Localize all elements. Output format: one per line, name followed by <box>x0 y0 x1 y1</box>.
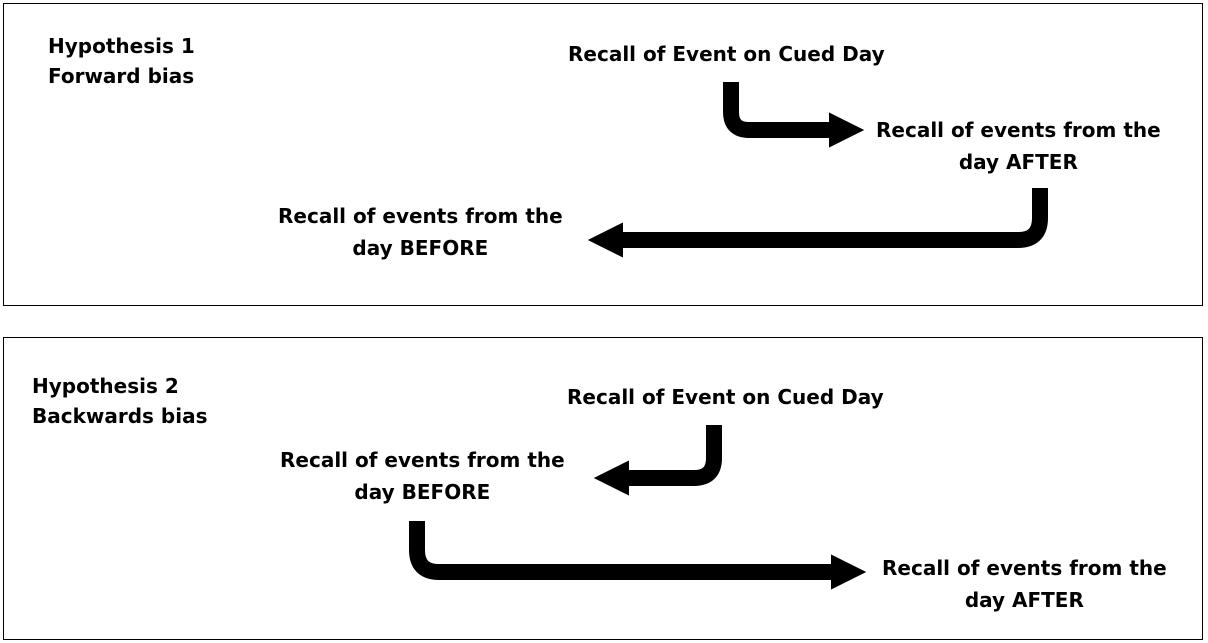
day-before-node: Recall of events from the day BEFORE <box>278 200 563 264</box>
day-after-line2: day AFTER <box>964 588 1084 612</box>
day-before-line2: day BEFORE <box>352 236 489 260</box>
hypothesis-2-title: Hypothesis 2 Backwards bias <box>32 371 208 431</box>
day-after-line2: day AFTER <box>958 150 1078 174</box>
hypothesis-title: Hypothesis 1 <box>48 34 195 58</box>
arrow-after-to-before <box>587 188 1048 258</box>
hypothesis-subtitle: Forward bias <box>48 64 195 88</box>
arrow-before-to-after <box>409 521 867 590</box>
hypothesis-subtitle: Backwards bias <box>32 404 208 428</box>
day-before-line2: day BEFORE <box>354 480 491 504</box>
cued-day-label: Recall of Event on Cued Day <box>567 385 884 409</box>
day-before-line1: Recall of events from the <box>278 204 563 228</box>
day-after-line1: Recall of events from the <box>876 118 1161 142</box>
cued-day-node: Recall of Event on Cued Day <box>567 381 884 413</box>
hypothesis-1-title: Hypothesis 1 Forward bias <box>48 31 195 91</box>
day-after-line1: Recall of events from the <box>882 556 1167 580</box>
day-after-node: Recall of events from the day AFTER <box>876 114 1161 178</box>
hypothesis-title: Hypothesis 2 <box>32 374 179 398</box>
day-before-node: Recall of events from the day BEFORE <box>280 444 565 508</box>
cued-day-node: Recall of Event on Cued Day <box>568 38 885 70</box>
cued-day-label: Recall of Event on Cued Day <box>568 42 885 66</box>
day-after-node: Recall of events from the day AFTER <box>882 552 1167 616</box>
arrow-cued-to-after <box>723 82 865 148</box>
arrow-cued-to-before <box>593 425 722 496</box>
day-before-line1: Recall of events from the <box>280 448 565 472</box>
